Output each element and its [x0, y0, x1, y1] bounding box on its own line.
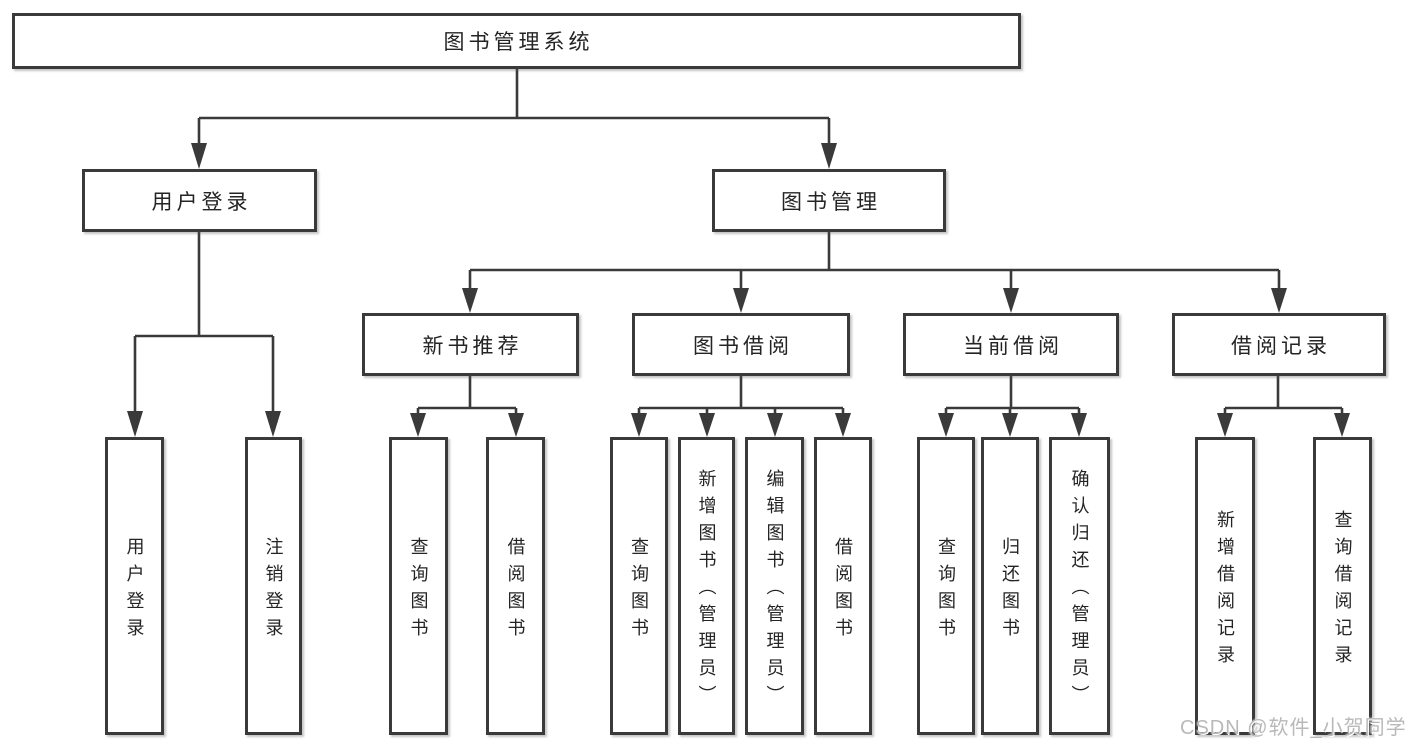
group-node-book-borrow: 图书借阅: [632, 313, 850, 376]
leaf-node-query-borrow-record: 查询借阅记录: [1313, 437, 1372, 735]
leaf-node-borrow-book-2: 借阅图书: [814, 437, 872, 735]
leaf-node-query-book-3: 查询图书: [917, 437, 975, 735]
connector-root-to-level1: [191, 68, 837, 169]
connector-book-borrow-leaves: [631, 376, 851, 437]
branch-node-book-management: 图书管理: [712, 169, 946, 232]
connector-new-book-leaves: [410, 376, 524, 437]
group-node-current-borrow: 当前借阅: [903, 313, 1119, 376]
csdn-watermark: CSDN @软件_小贺同学: [1180, 717, 1405, 739]
group-node-borrow-record: 借阅记录: [1172, 313, 1386, 376]
connector-user-login-leaves: [127, 232, 281, 437]
leaf-node-edit-book-admin: 编辑图书（管理员）: [745, 437, 804, 735]
leaf-node-user-login: 用户登录: [105, 437, 164, 735]
leaf-node-borrow-book-1: 借阅图书: [486, 437, 545, 735]
branch-node-user-login: 用户登录: [82, 169, 317, 232]
leaf-node-logout: 注销登录: [245, 437, 302, 735]
leaf-node-confirm-return-admin: 确认归还（管理员）: [1049, 437, 1110, 735]
leaf-node-add-book-admin: 新增图书（管理员）: [678, 437, 735, 735]
leaf-node-query-book-2: 查询图书: [610, 437, 668, 735]
connector-book-mgmt-groups: [462, 232, 1287, 313]
leaf-node-query-book-1: 查询图书: [389, 437, 448, 735]
connector-borrow-record-leaves: [1217, 376, 1350, 437]
leaf-node-add-borrow-record: 新增借阅记录: [1195, 437, 1255, 735]
root-node-library-system: 图书管理系统: [12, 13, 1021, 69]
leaf-node-return-book: 归还图书: [981, 437, 1039, 735]
connector-current-borrow-leaves: [938, 376, 1087, 437]
group-node-new-book-recommend: 新书推荐: [362, 313, 579, 376]
